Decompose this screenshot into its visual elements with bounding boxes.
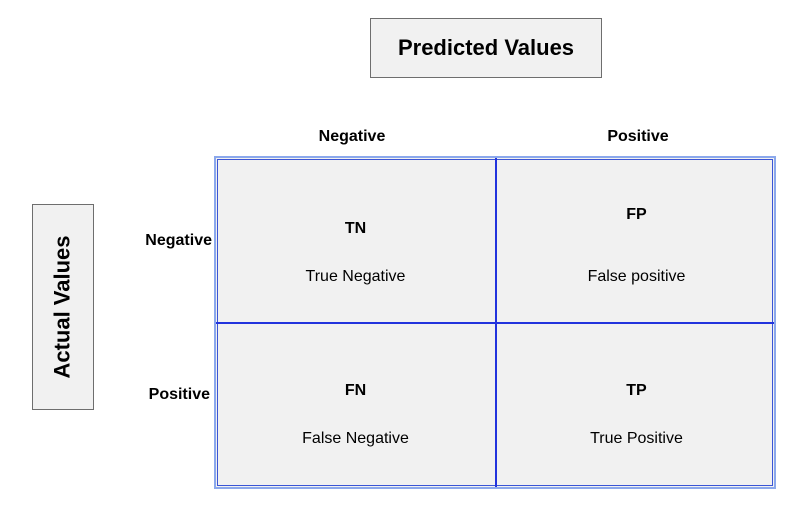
predicted-values-label: Predicted Values <box>370 18 602 78</box>
cell-label: False Negative <box>302 430 409 447</box>
cell-abbr: FP <box>626 206 647 223</box>
row-header-negative: Negative <box>145 232 212 249</box>
row-header-positive: Positive <box>148 386 210 403</box>
cell-abbr: TP <box>626 382 647 399</box>
cell-true-positive: TP True Positive <box>497 324 776 488</box>
cell-true-negative: TN True Negative <box>216 158 495 322</box>
confusion-matrix: TN True Negative FP False positive FN Fa… <box>214 156 776 489</box>
actual-values-label: Actual Values <box>50 235 76 379</box>
cell-false-negative: FN False Negative <box>216 324 495 488</box>
cell-label: True Negative <box>305 268 406 285</box>
cell-abbr: FN <box>344 382 367 399</box>
column-header-negative: Negative <box>318 128 386 145</box>
column-header-positive: Positive <box>607 128 669 145</box>
cell-label: False positive <box>587 268 686 285</box>
cell-false-positive: FP False positive <box>497 158 776 322</box>
cell-label: True Positive <box>590 430 683 447</box>
cell-abbr: TN <box>344 220 367 237</box>
horizontal-divider <box>216 322 774 324</box>
actual-values-label-box: Actual Values <box>32 204 94 410</box>
